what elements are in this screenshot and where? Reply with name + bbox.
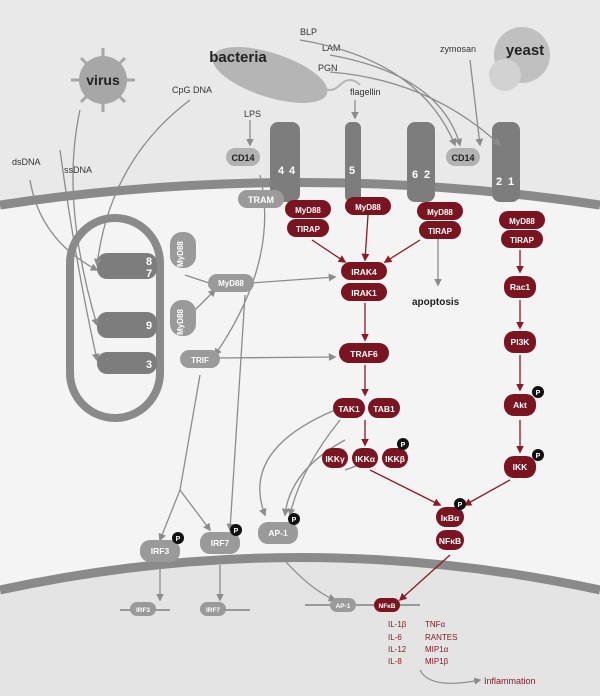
irf7-label: IRF7 <box>211 538 230 548</box>
p-ikb-alpha: P <box>458 502 463 509</box>
irak4-label: IRAK4 <box>351 267 377 277</box>
endosome-myd88 <box>170 232 254 368</box>
ap1-nuclear-label: AP-1 <box>336 603 351 610</box>
irak1-label: IRAK1 <box>351 288 377 298</box>
bacteria-label: bacteria <box>209 49 267 66</box>
p-irf7: P <box>234 528 239 535</box>
virus-icon <box>71 48 135 112</box>
apoptosis-label: apoptosis <box>412 297 460 308</box>
myd88-endosome-label: MyD88 <box>218 279 244 288</box>
cd14-left-node <box>226 148 260 166</box>
trif-label: TRIF <box>191 356 209 365</box>
tirap-tlr2-1-label: TIRAP <box>510 236 535 245</box>
tlr2-a-label: 2 <box>424 169 430 181</box>
tlr1-label: 1 <box>508 176 514 188</box>
irf3-label: IRF3 <box>151 546 170 556</box>
myd88-tirap-groups <box>285 197 545 248</box>
ikb-alpha-label: IκBα <box>441 513 460 523</box>
inflammation-arrow <box>419 669 482 685</box>
inflammation-label: Inflammation <box>484 676 536 686</box>
tlr8-label: 8 <box>146 256 152 268</box>
tlr7-label: 7 <box>146 268 152 280</box>
tirap-tlr2-6-label: TIRAP <box>428 227 453 236</box>
yeast-icon <box>489 27 550 91</box>
ikk-alpha-label: IKKα <box>355 454 376 464</box>
cytokine-genes: IL-1β TNFα IL-6 RANTES IL-12 MIP1α IL-8 … <box>388 620 457 666</box>
lam-label: LAM <box>322 43 341 53</box>
tram-label: TRAM <box>248 195 274 205</box>
myd88-tlr9-label: MyD88 <box>176 309 185 335</box>
kinase-nodes <box>322 262 536 550</box>
nuclear-membrane <box>0 553 600 595</box>
nfkb-nuclear-node <box>374 598 400 612</box>
phospho-badges <box>172 386 544 544</box>
p-ikk: P <box>536 453 541 460</box>
tlr3-label: 3 <box>146 359 152 371</box>
tlr4-a-label: 4 <box>278 165 285 177</box>
endosome <box>66 214 164 422</box>
gene-tnfa: TNFα <box>425 620 446 629</box>
akt-label: Akt <box>513 400 527 410</box>
ikk-label: IKK <box>513 462 529 472</box>
irf3-nuclear-label: IRF3 <box>136 607 150 614</box>
irf7-nuclear-label: IRF7 <box>206 607 220 614</box>
ap1-label: AP-1 <box>268 528 288 538</box>
myd88-tlr5-label: MyD88 <box>355 203 381 212</box>
p-ikk-beta: P <box>401 442 406 449</box>
gene-il1b: IL-1β <box>388 620 407 629</box>
myd88-tlr2-6-label: MyD88 <box>427 208 453 217</box>
cd14-right-node <box>446 148 480 166</box>
ikk-beta-label: IKKβ <box>385 454 405 464</box>
pgn-label: PGN <box>318 63 338 73</box>
gene-mip1a: MIP1α <box>425 645 449 654</box>
myd88-tlr2-1-label: MyD88 <box>509 217 535 226</box>
ikk-gamma-label: IKKγ <box>325 454 345 464</box>
tirap-tlr4-label: TIRAP <box>296 225 321 234</box>
gene-mip1b: MIP1β <box>425 657 449 666</box>
pi3k-label: PI3K <box>511 337 531 347</box>
cd14-right-label: CD14 <box>451 153 474 163</box>
tak1-label: TAK1 <box>338 404 360 414</box>
nfkb-cyto-label: NFκB <box>439 536 461 546</box>
tlr4-b-label: 4 <box>289 165 296 177</box>
p-akt: P <box>536 390 541 397</box>
flagellin-label: flagellin <box>350 87 381 97</box>
rac1-label: Rac1 <box>510 282 531 292</box>
gene-il6: IL-6 <box>388 633 402 642</box>
cpg-dna-label: CpG DNA <box>172 85 212 95</box>
p-irf3: P <box>176 536 181 543</box>
blp-label: BLP <box>300 27 317 37</box>
lps-label: LPS <box>244 109 261 119</box>
traf6-label: TRAF6 <box>350 349 378 359</box>
tlr2-b-label: 2 <box>496 176 502 188</box>
myd88-tlr4-label: MyD88 <box>295 206 321 215</box>
yeast-label: yeast <box>506 42 544 59</box>
tlr6-label: 6 <box>412 169 418 181</box>
ssdna-label: ssDNA <box>64 165 92 175</box>
receptor-shapes <box>97 122 520 374</box>
virus-label: virus <box>86 72 120 88</box>
gene-il12: IL-12 <box>388 645 407 654</box>
red-arrows <box>311 214 524 602</box>
zymosan-label: zymosan <box>440 44 476 54</box>
tlr5-label: 5 <box>349 165 355 177</box>
gene-rantes: RANTES <box>425 633 457 642</box>
myd88-tlr7-8-label: MyD88 <box>176 241 185 267</box>
tlr9-label: 9 <box>146 320 152 332</box>
gene-il8: IL-8 <box>388 657 402 666</box>
nfkb-nuclear-label: NFκB <box>379 603 396 610</box>
tab1-label: TAB1 <box>373 404 395 414</box>
tram-node <box>238 190 284 208</box>
nucleus <box>0 557 600 696</box>
bacteria-icon <box>212 47 361 103</box>
dsdna-label: dsDNA <box>12 157 41 167</box>
cd14-left-label: CD14 <box>231 153 254 163</box>
tf-nodes <box>130 522 356 616</box>
p-ap1: P <box>292 517 297 524</box>
